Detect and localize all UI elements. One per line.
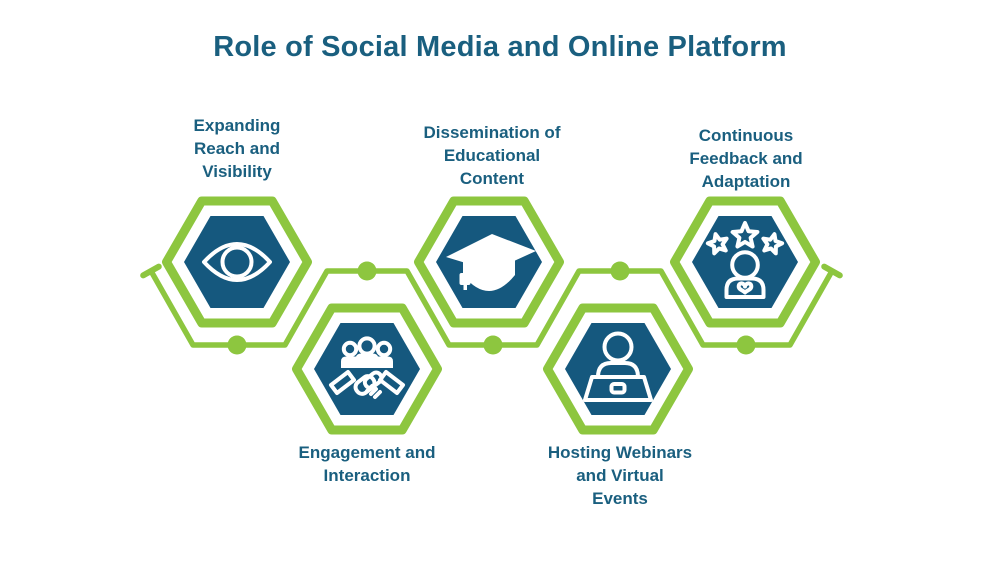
label-engagement: Engagement and Interaction bbox=[299, 441, 436, 487]
label-line: Reach and bbox=[194, 139, 280, 158]
connector-end-cap-left bbox=[140, 263, 162, 279]
page-title: Role of Social Media and Online Platform bbox=[213, 31, 787, 63]
label-line: Interaction bbox=[323, 466, 411, 485]
label-line: Engagement and bbox=[298, 443, 436, 462]
label-line: Dissemination of bbox=[423, 123, 561, 142]
connector-dot bbox=[357, 261, 377, 281]
handshake-people-icon bbox=[329, 336, 405, 399]
hexagon-expanding-reach bbox=[167, 201, 308, 323]
label-dissemination: Dissemination of Educational Content bbox=[424, 121, 561, 190]
label-line: Hosting Webinars bbox=[547, 443, 693, 462]
label-line: Feedback and bbox=[689, 149, 803, 168]
hexagon-engagement bbox=[297, 308, 438, 430]
hexagon-webinars bbox=[548, 308, 689, 430]
connector-end-cap-right bbox=[821, 263, 843, 279]
connector-dot bbox=[736, 335, 756, 355]
hexagon-feedback bbox=[675, 201, 816, 323]
hexagon-dissemination bbox=[419, 201, 560, 323]
person-stars-icon bbox=[704, 221, 786, 299]
graduation-cap-icon bbox=[446, 234, 536, 291]
person-laptop-icon bbox=[583, 331, 653, 402]
label-line: Educational bbox=[443, 146, 541, 165]
label-line: Expanding bbox=[193, 116, 281, 135]
eye-icon bbox=[202, 242, 272, 282]
label-feedback: Continuous Feedback and Adaptation bbox=[689, 124, 802, 193]
connector-dot bbox=[227, 335, 247, 355]
label-line: and Virtual bbox=[576, 466, 664, 485]
label-line: Adaptation bbox=[701, 172, 791, 191]
connector-dot bbox=[610, 261, 630, 281]
label-line: Visibility bbox=[202, 162, 272, 181]
connector-dot bbox=[483, 335, 503, 355]
label-line: Events bbox=[592, 489, 648, 508]
label-line: Continuous bbox=[698, 126, 794, 145]
label-webinars: Hosting Webinars and Virtual Events bbox=[548, 441, 692, 510]
label-expanding-reach: Expanding Reach and Visibility bbox=[194, 114, 281, 183]
label-line: Content bbox=[459, 169, 525, 188]
